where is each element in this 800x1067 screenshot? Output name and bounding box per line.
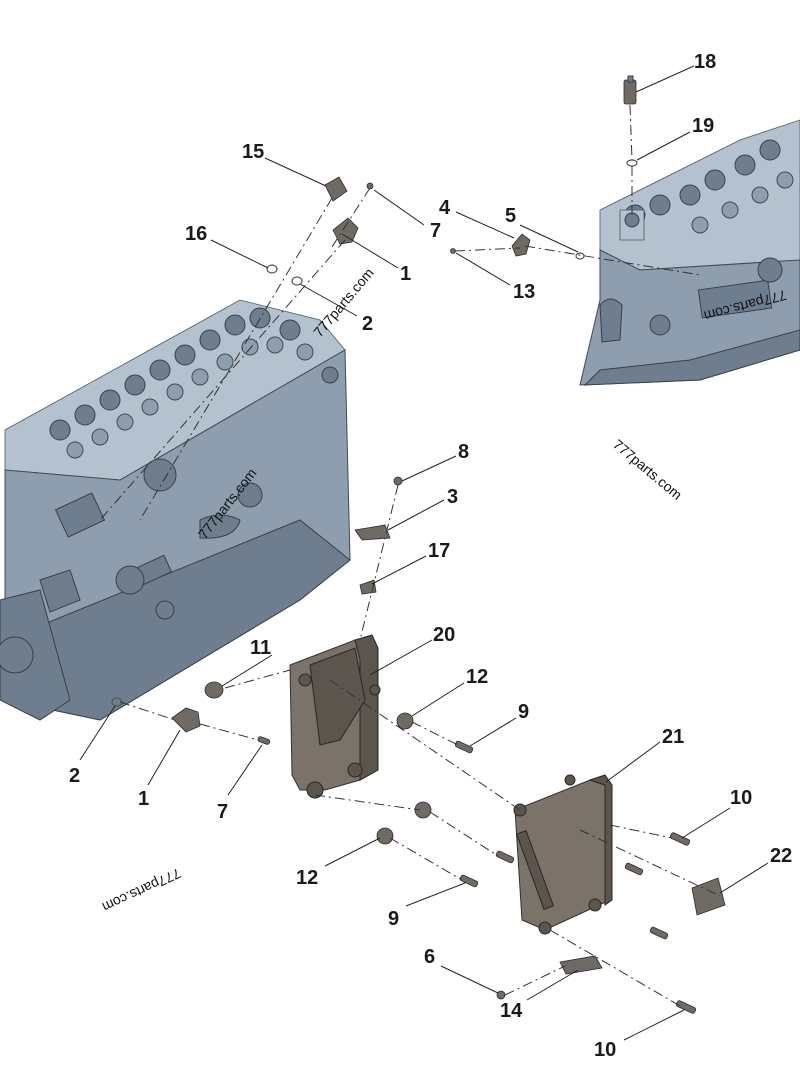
ecm-module (513, 774, 613, 935)
callout-8: 8 (458, 441, 469, 463)
callout-5: 5 (505, 205, 516, 227)
callout-19: 19 (692, 115, 714, 137)
engine-block-detail (579, 119, 800, 386)
callout-13: 13 (513, 281, 535, 303)
callout-9-upper: 9 (518, 701, 529, 723)
callout-1-lower: 1 (138, 788, 149, 810)
callout-3: 3 (447, 486, 458, 508)
callout-1-top: 1 (400, 263, 411, 285)
watermark-5: 777parts.com (100, 865, 184, 915)
ecm-bracket (289, 634, 381, 799)
callout-18: 18 (694, 51, 716, 73)
callout-2-lower: 2 (69, 765, 80, 787)
callout-14: 14 (500, 1000, 523, 1022)
leader-lines (79, 65, 769, 1041)
callout-17: 17 (428, 540, 450, 562)
callout-22: 22 (770, 845, 792, 867)
callout-12-lower: 12 (296, 867, 318, 889)
callout-7-lower: 7 (217, 801, 228, 823)
callout-10-lower: 10 (594, 1039, 616, 1061)
callout-11: 11 (250, 637, 271, 659)
callout-numbers: 18 19 15 7 4 5 16 1 2 13 8 3 17 20 11 12… (69, 51, 792, 1061)
callout-9-lower: 9 (388, 908, 399, 930)
callout-6: 6 (424, 946, 435, 968)
callout-12-upper: 12 (466, 666, 488, 688)
callout-7-top: 7 (430, 220, 441, 242)
callout-2-top: 2 (362, 313, 373, 335)
callout-4: 4 (439, 197, 451, 219)
callout-21: 21 (662, 726, 684, 748)
callout-16: 16 (185, 223, 207, 245)
callout-10-upper: 10 (730, 787, 752, 809)
watermark-4: 777parts.com (610, 436, 685, 503)
callout-15: 15 (242, 141, 264, 163)
engine-block-main (0, 299, 351, 721)
small-parts (111, 75, 726, 1014)
callout-20: 20 (433, 624, 455, 646)
